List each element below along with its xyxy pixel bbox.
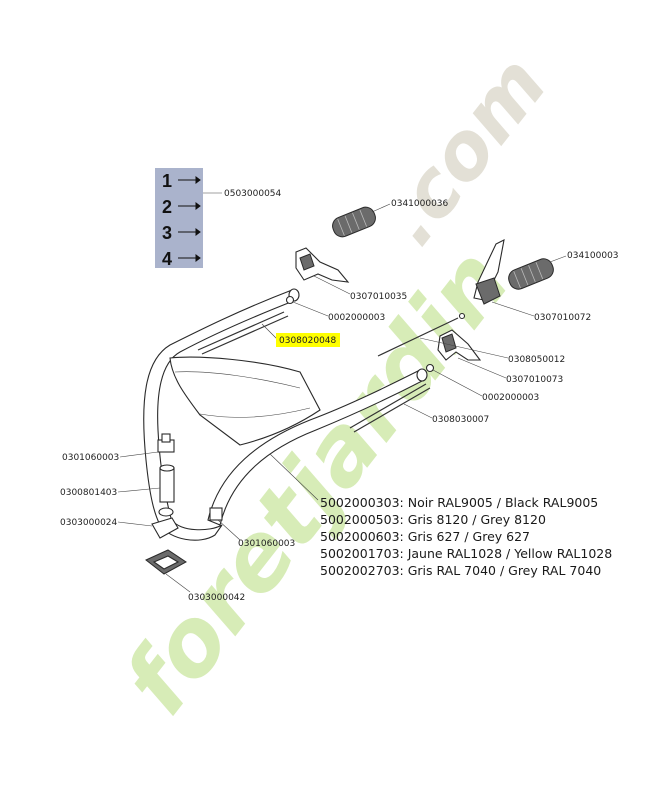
base-left-leader xyxy=(117,521,153,527)
tube-left-label: 0300801403 xyxy=(60,488,117,498)
stack-box-background xyxy=(155,168,203,268)
grip-top: 0341000036 xyxy=(332,199,449,238)
stack-number-4: 4 xyxy=(162,249,172,269)
base-left-foot xyxy=(151,517,179,539)
cable-lower-label: 0308030007 xyxy=(432,415,489,425)
nut-mid-leader xyxy=(432,369,483,397)
grip-right-body xyxy=(508,258,554,290)
nut-mid: 0002000003 xyxy=(425,363,539,403)
nut-top-body xyxy=(285,295,295,305)
tube-end-right xyxy=(416,368,428,382)
stack-arrows xyxy=(178,176,201,262)
lever-left-leader xyxy=(313,275,351,295)
lever-right-clamp xyxy=(475,277,501,305)
base-left: 0303000024 xyxy=(60,507,179,539)
cable-mid-leader xyxy=(419,337,509,359)
nut-top-label: 0002000003 xyxy=(328,313,385,323)
base-left-washer xyxy=(158,507,174,517)
cable-highlight-box xyxy=(276,333,340,347)
watermark: foretjardin .com xyxy=(103,40,565,733)
panel-edge xyxy=(174,371,301,389)
cable-mid: 0308050012 xyxy=(377,312,565,365)
panel-edge-lower xyxy=(199,407,311,418)
grip-top-label: 0341000036 xyxy=(391,199,449,209)
tube-left: 0300801403 xyxy=(60,464,175,503)
cable-mid-end xyxy=(458,312,466,320)
stack-number-box: 1 2 3 4 0503000054 xyxy=(155,168,282,269)
bracket-left-leader xyxy=(119,451,159,458)
base-left-label: 0303000024 xyxy=(60,518,118,528)
watermark-suffix: .com xyxy=(364,40,565,261)
stack-part-number: 0503000054 xyxy=(224,189,282,199)
frame-variants-leader xyxy=(269,453,319,501)
clamp-bottom-inner xyxy=(152,555,180,570)
cable-lower-leader xyxy=(403,403,433,419)
grip-top-leader xyxy=(371,203,391,213)
stack-number-3: 3 xyxy=(162,223,172,243)
cable-lower-sheath xyxy=(353,387,431,433)
lever-mid-label: 0307010073 xyxy=(506,375,563,385)
bracket-bottom-leader xyxy=(217,519,241,541)
variant-line-3: 5002000603: Gris 627 / Grey 627 xyxy=(320,529,530,544)
handlebar-cross-panel xyxy=(169,356,321,446)
cable-lower: 0308030007 xyxy=(349,383,489,433)
lever-right-label: 0307010072 xyxy=(534,313,591,323)
variant-line-4: 5002001703: Jaune RAL1028 / Yellow RAL10… xyxy=(320,546,612,561)
bracket-left-label: 0301060003 xyxy=(62,453,119,463)
bracket-left-cap xyxy=(161,433,171,443)
stack-number-2: 2 xyxy=(162,197,172,217)
grip-right-label: 034100003 xyxy=(567,251,619,261)
cable-highlighted-wire xyxy=(197,311,285,351)
lever-mid-clamp xyxy=(441,333,457,353)
tube-left-leader xyxy=(117,487,161,493)
cable-highlighted-leader xyxy=(261,323,279,341)
clamp-bottom-label: 0303000042 xyxy=(188,593,245,603)
nut-top-leader xyxy=(292,301,329,317)
stack-number-1: 1 xyxy=(162,171,172,191)
nut-mid-body xyxy=(425,363,435,373)
tube-left-top xyxy=(159,464,175,472)
clamp-bottom: 0303000042 xyxy=(145,549,245,603)
cable-highlighted-sheath xyxy=(201,315,289,355)
variant-line-1: 5002000303: Noir RAL9005 / Black RAL9005 xyxy=(320,495,598,510)
bracket-left: 0301060003 xyxy=(62,433,175,463)
lever-left-label: 0307010035 xyxy=(350,292,407,302)
lever-left-clamp xyxy=(299,253,315,271)
lever-mid: 0307010073 xyxy=(437,329,563,385)
variant-line-5: 5002002703: Gris RAL 7040 / Grey RAL 704… xyxy=(320,563,601,578)
variant-line-2: 5002000503: Gris 8120 / Grey 8120 xyxy=(320,512,546,527)
grip-right: 034100003 xyxy=(508,251,619,290)
lever-right: 0307010072 xyxy=(473,239,591,323)
lever-right-leader xyxy=(491,301,535,317)
tube-left-body xyxy=(159,467,175,503)
cable-highlighted: 0308020048 xyxy=(197,311,340,355)
grip-top-body xyxy=(332,206,376,238)
handle-color-variants: 5002000303: Noir RAL9005 / Black RAL9005… xyxy=(320,495,612,578)
cable-mid-wire xyxy=(377,317,459,357)
grip-right-leader xyxy=(549,255,567,263)
cable-lower-wire xyxy=(349,383,427,429)
cable-highlighted-label: 0308020048 xyxy=(279,336,337,346)
nut-mid-label: 0002000003 xyxy=(482,393,539,403)
lever-mid-leader xyxy=(457,357,507,379)
lever-left: 0307010035 xyxy=(295,247,407,302)
nut-top: 0002000003 xyxy=(285,295,385,323)
clamp-bottom-leader xyxy=(165,573,191,593)
bracket-bottom: 0301060003 xyxy=(209,507,295,549)
bracket-bottom-body xyxy=(209,507,223,521)
cable-mid-label: 0308050012 xyxy=(508,355,565,365)
bracket-bottom-label: 0301060003 xyxy=(238,539,295,549)
